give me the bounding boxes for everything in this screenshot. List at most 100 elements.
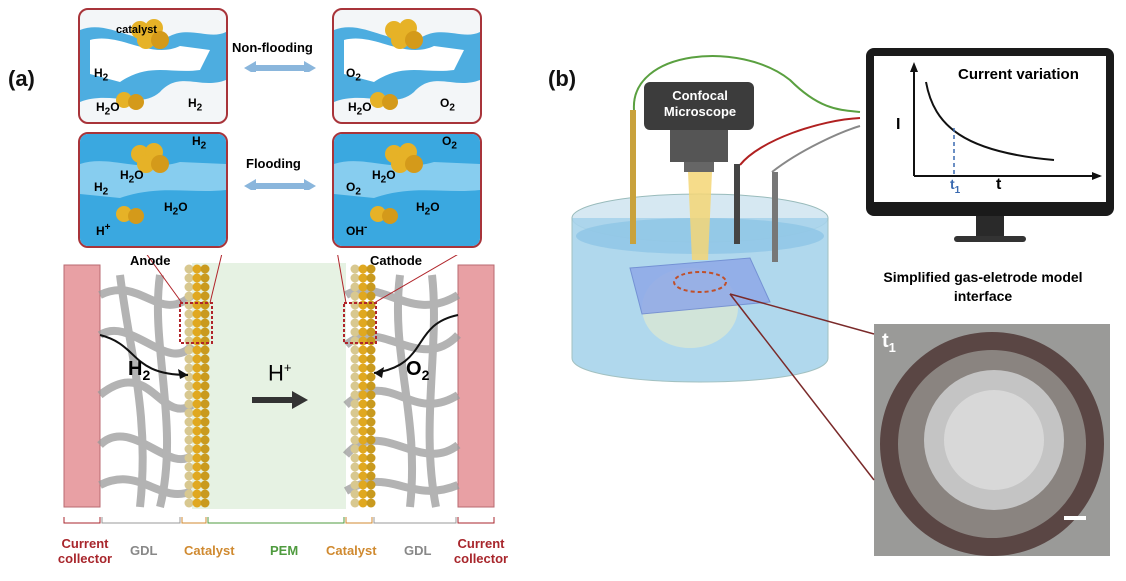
catalyst-particle xyxy=(184,444,194,454)
catalyst-particle xyxy=(358,417,368,427)
catalyst-particle xyxy=(184,354,194,364)
o2-label: O2 xyxy=(406,358,430,383)
cathode-zoom-marker xyxy=(343,302,377,344)
zoom-cathode-flooding xyxy=(332,132,482,248)
catalyst-particle xyxy=(200,336,210,346)
catalyst-particle xyxy=(366,390,376,400)
catalyst-particle xyxy=(350,471,360,481)
zoom-anode-flooding-art xyxy=(80,134,226,246)
catalyst-particle xyxy=(350,336,360,346)
cathode-nf-h2o: H2O xyxy=(348,100,372,118)
catalyst-particle xyxy=(184,462,194,472)
anode-label: Anode xyxy=(130,253,171,268)
catalyst-particle xyxy=(192,435,202,445)
catalyst-particle xyxy=(366,462,376,472)
catalyst-particle xyxy=(366,345,376,355)
catalyst-particle xyxy=(200,327,210,337)
catalyst-particle xyxy=(358,426,368,436)
zoom-anode-nonflooding xyxy=(78,8,228,124)
catalyst-particle xyxy=(350,381,360,391)
double-arrow-flooding xyxy=(244,179,316,190)
h2-flow-arrow xyxy=(99,334,189,376)
catalyst-particle xyxy=(192,372,202,382)
monitor-base xyxy=(954,236,1026,242)
catalyst-particle xyxy=(192,345,202,355)
anode-fl-h2o: H2O xyxy=(120,168,144,186)
catalyst-particle xyxy=(366,300,376,310)
catalyst-particle xyxy=(184,408,194,418)
catalyst-particle xyxy=(200,408,210,418)
catalyst-particle xyxy=(192,282,202,292)
catalyst-particle xyxy=(192,462,202,472)
catalyst-particle xyxy=(200,390,210,400)
catalyst-particle xyxy=(350,354,360,364)
double-arrow-nonflooding xyxy=(244,61,316,72)
catalyst-particle xyxy=(350,282,360,292)
catalyst-particle xyxy=(366,408,376,418)
catalyst-particle xyxy=(200,291,210,301)
gdl-left-label: GDL xyxy=(130,543,158,558)
catalyst-particle xyxy=(200,372,210,382)
catalyst-particle xyxy=(358,345,368,355)
catalyst-particle xyxy=(358,390,368,400)
catalyst-particle xyxy=(200,426,210,436)
catalyst-particle xyxy=(350,318,360,328)
catalyst-particle xyxy=(200,435,210,445)
catalyst-particle xyxy=(358,498,368,508)
catalyst-particle xyxy=(184,498,194,508)
catalyst-particle xyxy=(200,282,210,292)
catalyst-particle xyxy=(184,471,194,481)
catalyst-particle xyxy=(192,300,202,310)
catalyst-particle xyxy=(358,291,368,301)
catalyst-particle xyxy=(192,426,202,436)
catalyst-particle xyxy=(200,498,210,508)
catalyst-particle xyxy=(358,489,368,499)
catalyst-particle xyxy=(192,399,202,409)
proton-arrow xyxy=(252,391,308,409)
catalyst-particle xyxy=(350,327,360,337)
monitor-stand xyxy=(976,216,1004,238)
catalyst-particle xyxy=(200,417,210,427)
catalyst-particle xyxy=(366,336,376,346)
catalyst-particle xyxy=(366,282,376,292)
catalyst-particle xyxy=(350,300,360,310)
catalyst-particle xyxy=(184,489,194,499)
cathode-fl-h2o-right: H2O xyxy=(416,200,440,218)
fuel-cell-diagram xyxy=(63,255,495,509)
cathode-fl-ohminus: OH- xyxy=(346,222,368,238)
catalyst-particle xyxy=(366,426,376,436)
catalyst-particle xyxy=(184,300,194,310)
catalyst-particle xyxy=(192,453,202,463)
catalyst-particle xyxy=(192,489,202,499)
catalyst-particle xyxy=(366,273,376,283)
catalyst-particle xyxy=(358,444,368,454)
catalyst-particle xyxy=(350,345,360,355)
catalyst-particle xyxy=(358,363,368,373)
catalyst-particle xyxy=(358,462,368,472)
catalyst-particle xyxy=(200,444,210,454)
catalyst-particle xyxy=(192,363,202,373)
catalyst-particle xyxy=(200,471,210,481)
cathode-nf-o2-right: O2 xyxy=(440,96,455,114)
catalyst-particle xyxy=(358,309,368,319)
anode-catalyst-layer xyxy=(184,264,210,508)
catalyst-particle xyxy=(192,318,202,328)
graph-y-label: I xyxy=(896,116,901,133)
catalyst-particle xyxy=(200,318,210,328)
catalyst-particle xyxy=(184,336,194,346)
proton-label: H+ xyxy=(268,360,292,386)
catalyst-particle xyxy=(358,354,368,364)
catalyst-particle xyxy=(184,426,194,436)
zoom-anode-flooding xyxy=(78,132,228,248)
catalyst-particle xyxy=(366,453,376,463)
anode-nf-h2: H2 xyxy=(94,66,109,84)
gdl-right-label: GDL xyxy=(404,543,432,558)
catalyst-particle xyxy=(350,291,360,301)
catalyst-particle xyxy=(358,282,368,292)
catalyst-particle xyxy=(366,435,376,445)
catalyst-particle xyxy=(358,318,368,328)
microscope-label: Confocal Microscope xyxy=(663,88,737,119)
catalyst-particle xyxy=(200,354,210,364)
catalyst-particle xyxy=(366,318,376,328)
zoom-cathode-nonflooding xyxy=(332,8,482,124)
